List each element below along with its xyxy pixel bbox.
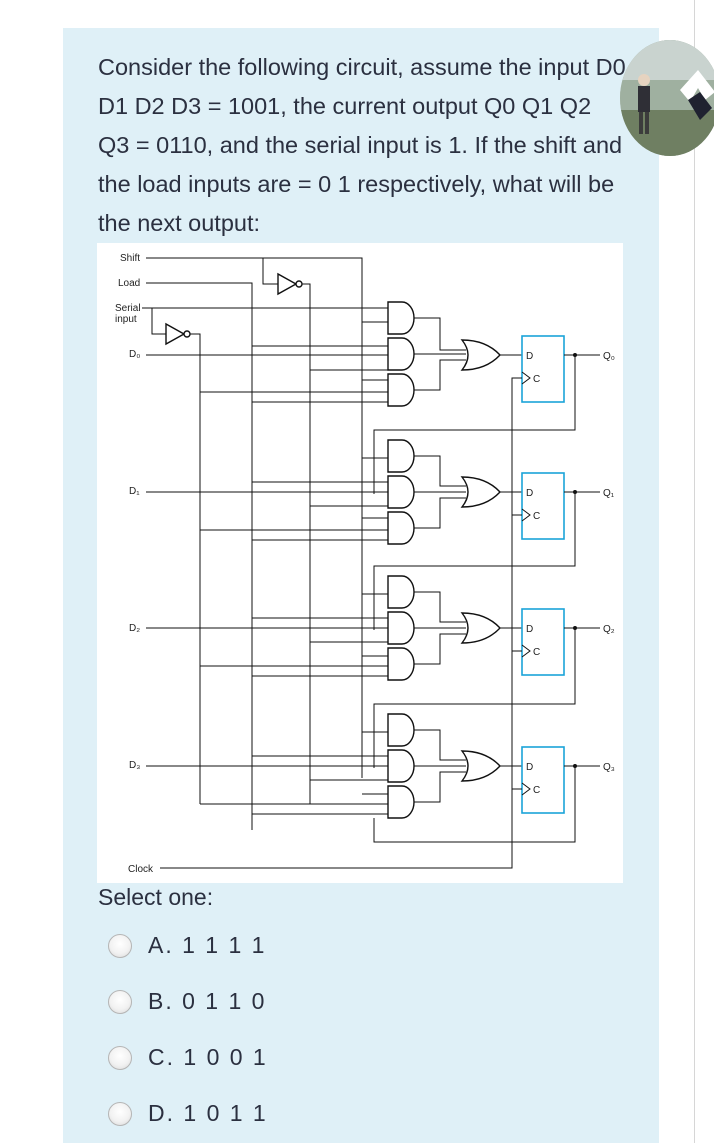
d2-label: D₂	[129, 623, 140, 634]
ff2-d-label: D	[526, 624, 533, 635]
option-c[interactable]: C. 1 0 0 1	[108, 1044, 328, 1078]
stage-3	[146, 731, 388, 815]
d1-label: D₁	[129, 486, 140, 497]
serial-input-label-line1: Serial	[115, 303, 141, 314]
d0-label: D₀	[129, 349, 140, 360]
stage-1	[146, 457, 388, 541]
stage-0	[146, 321, 388, 403]
q0-label: Q₀	[603, 351, 615, 362]
q2-label: Q₂	[603, 624, 615, 635]
option-b[interactable]: B. 0 1 1 0	[108, 988, 328, 1022]
circuit-diagram: Shift Load Serial input D₀ D₁ D₂ D₃ Cloc…	[97, 243, 623, 883]
radio-button-icon[interactable]	[108, 990, 132, 1014]
radio-button-icon[interactable]	[108, 1046, 132, 1070]
ff2-c-label: C	[533, 647, 540, 658]
ff0-c-label: C	[533, 374, 540, 385]
option-b-label[interactable]: B. 0 1 1 0	[148, 988, 267, 1014]
radio-button-icon[interactable]	[108, 934, 132, 958]
option-c-label[interactable]: C. 1 0 0 1	[148, 1044, 268, 1070]
ff1-c-label: C	[533, 511, 540, 522]
shift-register-schematic: Shift Load Serial input D₀ D₁ D₂ D₃ Cloc…	[115, 253, 615, 875]
and-gates	[387, 301, 415, 819]
select-one-label: Select one:	[98, 884, 214, 910]
option-d-label[interactable]: D. 1 0 1 1	[148, 1100, 268, 1126]
load-label: Load	[118, 278, 140, 289]
d3-label: D₃	[129, 760, 140, 771]
q1-label: Q₁	[603, 488, 615, 499]
q3-label: Q₃	[603, 762, 615, 773]
question-text: Consider the following circuit, assume t…	[98, 54, 626, 236]
radio-button-icon[interactable]	[108, 1102, 132, 1126]
flip-flop-2: D C	[521, 608, 565, 676]
serial-input-label-line2: input	[115, 314, 137, 325]
load-inverter-icon	[165, 322, 186, 346]
page-divider	[694, 0, 695, 1143]
profile-avatar-icon[interactable]	[620, 40, 714, 156]
flip-flop-0: D C	[521, 335, 565, 403]
option-a[interactable]: A. 1 1 1 1	[108, 932, 328, 966]
ff1-d-label: D	[526, 488, 533, 499]
ff3-d-label: D	[526, 762, 533, 773]
ff3-c-label: C	[533, 785, 540, 796]
shift-inverter-icon	[277, 272, 298, 296]
or-gates	[460, 339, 501, 782]
flip-flop-3: D C	[521, 746, 565, 814]
option-a-label[interactable]: A. 1 1 1 1	[148, 932, 267, 958]
option-d[interactable]: D. 1 0 1 1	[108, 1100, 328, 1134]
stage-2	[146, 593, 388, 677]
ff0-d-label: D	[526, 351, 533, 362]
flip-flop-1: D C	[521, 472, 565, 540]
shift-label: Shift	[120, 253, 140, 264]
clock-label: Clock	[128, 864, 154, 875]
